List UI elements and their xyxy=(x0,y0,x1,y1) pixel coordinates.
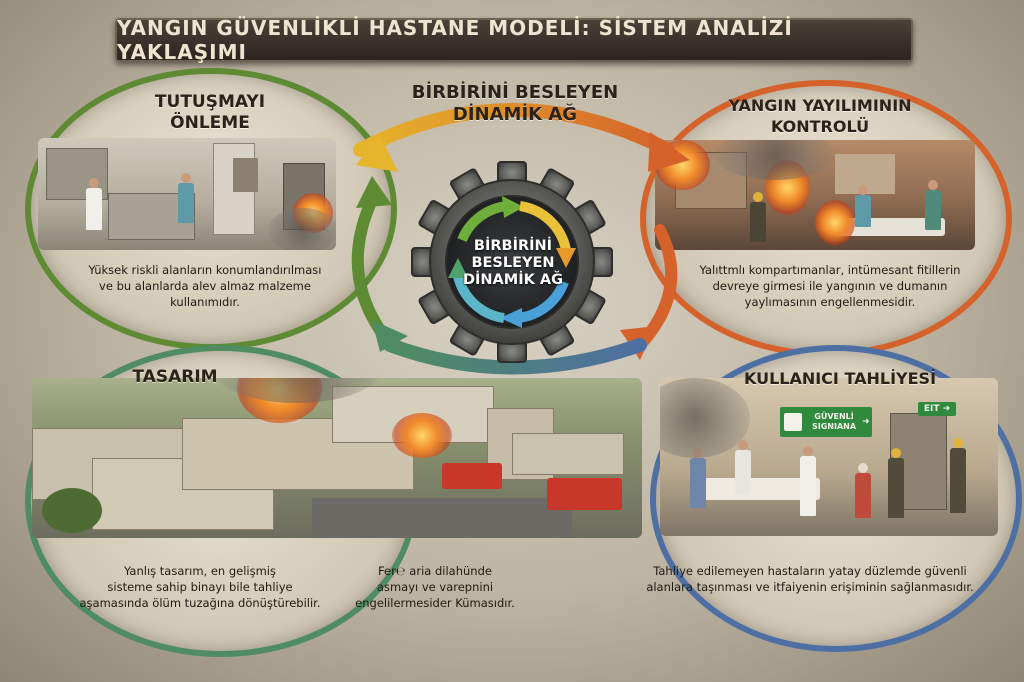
hospital-ward-illustration xyxy=(655,140,975,250)
page-title: YANGIN GÜVENLİKLİ HASTANE MODELİ: SİSTEM… xyxy=(117,16,793,64)
exit-arrow-icon: ➜ xyxy=(942,404,951,414)
arrow-right-icon: ➜ xyxy=(862,417,870,427)
spread-title-line2: KONTROLÜ xyxy=(770,117,870,136)
ignition-desc-line1: Yüksek riskli alanların konumlandırılmas… xyxy=(88,263,322,277)
center-heading-line2: DİNAMİK AĞ xyxy=(452,104,578,125)
arrowhead-icon xyxy=(448,258,468,278)
design-desc2-line3: engelilermesider Kümasıdır. xyxy=(355,596,515,610)
arrow-evacuation-to-design xyxy=(383,338,647,375)
guidance-sign-line2: SIGNIANA xyxy=(811,422,857,431)
design-desc-line1: Yanlış tasarım, en gelişmiş xyxy=(123,564,276,578)
ignition-title-line2: ÖNLEME xyxy=(170,113,250,133)
design-desc2-line2: asmayı ve varepnini xyxy=(376,580,494,594)
evacuation-description: Tahliye edilemeyen hastaların yatay düzl… xyxy=(630,563,990,595)
gear-label: BİRBİRİNİ BESLEYEN DİNAMİK AĞ xyxy=(448,238,578,289)
guidance-sign-line1: GÜVENLİ xyxy=(814,412,854,421)
exit-sign-label: EIT xyxy=(923,404,940,414)
design-desc2-line1: Fer℮ aria dilahünde xyxy=(378,564,492,578)
spread-desc-line2: devreye girmesi ile yangının ve dumanın xyxy=(712,279,948,293)
spread-description: Yalıttmlı kompartımanlar, intümesant fit… xyxy=(680,262,980,310)
arrowhead-icon xyxy=(372,320,408,352)
hospital-campus-illustration xyxy=(32,378,642,538)
arrow-design-to-ignition xyxy=(351,194,386,336)
inner-arrow-yellow xyxy=(519,201,571,252)
spread-desc-line1: Yalıttmlı kompartımanlar, intümesant fit… xyxy=(699,263,961,277)
people-icon xyxy=(784,413,802,431)
arrowhead-icon xyxy=(356,176,392,208)
evacuation-title: KULLANICI TAHLİYESİ xyxy=(743,369,937,388)
spread-desc-line3: yaylımasının engellenmesidir. xyxy=(744,295,916,309)
exit-sign: EIT ➜ xyxy=(918,402,956,416)
gear-label-line1: BİRBİRİNİ xyxy=(473,238,553,254)
arrowhead-icon xyxy=(556,248,576,268)
gear-label-line2: BESLEYEN xyxy=(471,255,555,271)
ignition-description: Yüksek riskli alanların konumlandırılmas… xyxy=(60,262,350,310)
center-heading-line1: BİRBİRİNİ BESLEYEN xyxy=(411,82,619,103)
evacuation-desc-line1: Tahliye edilemeyen hastaların yatay düzl… xyxy=(653,564,967,578)
design-desc-line3: aşamasında ölüm tuzağına dönüştürebilir. xyxy=(79,596,321,610)
title-banner: YANGIN GÜVENLİKLİ HASTANE MODELİ: SİSTEM… xyxy=(115,16,913,64)
guidance-sign: GÜVENLİ SIGNIANA ➜ xyxy=(780,407,872,437)
arrowhead-icon xyxy=(356,135,398,172)
laboratory-illustration xyxy=(38,138,336,250)
arrow-ignition-to-spread xyxy=(353,103,675,157)
spread-title-line1: YANGIN YAYILIMININ xyxy=(728,96,912,115)
inner-arrow-cyan xyxy=(453,274,505,323)
gear-label-line3: DİNAMİK AĞ xyxy=(462,272,564,288)
design-title: TASARIM xyxy=(132,367,218,387)
center-heading: BİRBİRİNİ BESLEYEN DİNAMİK AĞ xyxy=(395,82,635,126)
inner-arrow-green xyxy=(457,201,508,243)
design-desc-line2: sisteme sahip binayı bile tahliye xyxy=(107,580,293,594)
ignition-title-line1: TUTUŞMAYI xyxy=(154,92,266,112)
ignition-desc-line3: kullanımıdır. xyxy=(170,295,240,309)
design-secondary-description: Fer℮ aria dilahünde asmayı ve varepnini … xyxy=(335,563,535,611)
ignition-title: TUTUŞMAYI ÖNLEME xyxy=(120,92,300,134)
design-description: Yanlış tasarım, en gelişmiş sisteme sahi… xyxy=(50,563,350,611)
arrowhead-icon xyxy=(502,196,524,218)
evacuation-desc-line2: alanlara taşınması ve itfaiyenin erişimi… xyxy=(646,580,974,594)
arrowhead-icon xyxy=(648,132,690,172)
ignition-desc-line2: ve bu alanlarda alev almaz malzeme xyxy=(99,279,311,293)
arrowhead-icon xyxy=(500,308,522,328)
inner-arrow-blue xyxy=(517,280,569,323)
spread-title: YANGIN YAYILIMININ KONTROLÜ xyxy=(710,95,930,137)
gear-icon xyxy=(411,161,613,363)
